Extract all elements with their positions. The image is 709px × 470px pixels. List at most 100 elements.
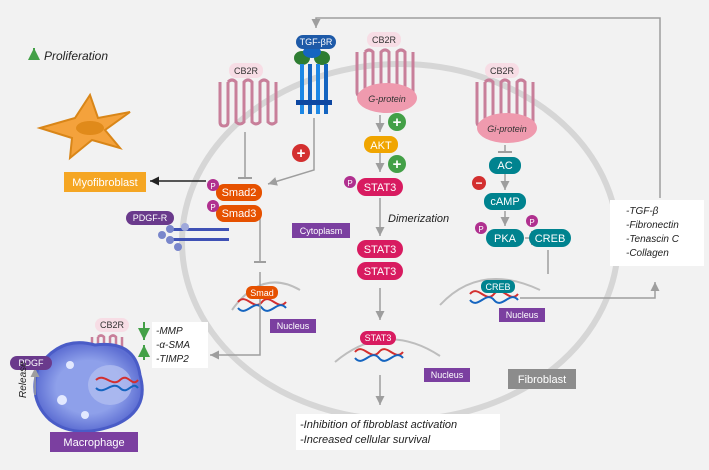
nucleus-label: Nucleus [506,310,539,320]
akt-node [364,136,398,153]
cytoplasm-label: Cytoplasm [300,226,343,236]
stat3-nucleus-node [360,331,396,345]
outcome-survival: -Increased cellular survival [300,434,431,446]
cb2r-label-smad: CB2R [234,66,259,76]
nucleus-box-stat3 [424,368,470,382]
phospho-label: P [210,182,215,191]
cb2r-tag-smad [229,63,263,78]
outcomes-box [296,414,500,450]
effect-mmp: -MMP [156,326,183,337]
nucleus-box-smad [270,319,316,333]
smad-nucleus-node [246,286,278,299]
phospho-smad2 [207,179,219,191]
myofibroblast-box [64,172,146,192]
plus-symbol: + [297,145,306,162]
phospho-creb [526,215,538,227]
macrophage-label: Macrophage [63,437,124,449]
g-protein-blob [357,83,417,113]
fibroblast-label: Fibroblast [518,374,566,386]
cb2r-label-creb: CB2R [490,66,515,76]
arrow-nucleus-macrophage [210,272,261,360]
cb2r-label-gprotein: CB2R [372,35,397,45]
plus-symbol: + [393,156,402,173]
pdgf-label: PDGF [18,358,44,368]
cb2r-tag-creb [485,63,519,78]
ac-label: AC [497,160,512,172]
phospho-label: P [478,225,483,234]
fibroblast-box [508,369,576,389]
pka-node [486,229,524,247]
ecm-collagen: -Collagen [626,248,669,259]
ac-node [489,157,521,174]
nucleus-label: Nucleus [431,370,464,380]
nucleus-box-creb [499,308,545,322]
arrow-tgf-to-smad [267,118,315,186]
tgf-beta-r-tag [296,35,336,49]
nucleus-label: Nucleus [277,321,310,331]
pdgf-receptor [158,223,229,251]
dna-smad [237,298,287,312]
myofibroblast-cell [36,92,131,161]
akt-label: AKT [370,140,392,152]
plus-symbol: + [393,114,402,131]
dna-creb [469,290,519,304]
gi-protein-label: Gi-protein [487,124,527,134]
phospho-label: P [529,218,534,227]
minus-symbol: − [475,176,482,190]
smad3-node [216,205,262,222]
plus-badge-stat3: + [388,155,406,173]
pka-label: PKA [494,233,517,245]
pdgf-r-label: PDGF-R [133,213,168,223]
ecm-fibronectin: -Fibronectin [626,220,679,231]
nucleus-arc-creb [439,278,541,306]
stat3-dimer-bottom [357,262,403,280]
dimerization-label: Dimerization [388,213,449,225]
arrow-ecm-feedback [311,17,661,198]
tgf-beta-r-label: TGF-βR [300,37,333,47]
phospho-label: P [210,203,215,212]
macrophage-cell [33,341,144,433]
myofibroblast-label: Myofibroblast [72,177,137,189]
effect-timp2: -TIMP2 [156,354,189,365]
stat3-dimer-top [357,240,403,258]
plus-badge-akt: + [388,113,406,131]
stat3-label: STAT3 [364,266,397,278]
creb-node [529,229,571,247]
cb2r-tag-macrophage [95,318,129,332]
g-protein-label: G-protein [368,94,406,104]
outcome-inhibition: -Inhibition of fibroblast activation [300,419,457,431]
creb-nucleus-node [481,280,515,293]
phospho-label: P [347,179,352,188]
smad2-node [216,184,262,201]
smad3-label: Smad3 [222,208,257,220]
camp-label: cAMP [490,196,519,208]
phospho-pka [475,222,487,234]
nucleus-arc-smad [231,281,301,311]
stat3-label: STAT3 [365,333,392,343]
stat3-node [357,178,403,196]
gi-protein-blob [477,113,537,143]
stat3-label: STAT3 [364,182,397,194]
camp-node [484,193,526,210]
creb-label: CREB [535,233,566,245]
effect-asma: -α-SMA [156,340,190,351]
proliferation-label: Proliferation [44,49,108,63]
cb2r-tag-gprotein [367,32,401,47]
pdgf-r-tag [126,211,174,225]
ecm-tenascin: -Tenascin C [626,234,680,245]
cytoplasm-box [292,223,350,238]
phospho-smad3 [207,200,219,212]
macrophage-effects-box [152,322,208,368]
cb2r-receptor-smad [218,78,278,128]
plus-badge-tgf: + [292,144,310,162]
ecm-tgf-beta: -TGF-β [626,206,659,217]
ecm-outputs-box [610,200,704,266]
smad2-label: Smad2 [222,187,257,199]
release-label: Release [18,361,29,398]
minus-badge-camp: − [472,176,486,190]
pdgf-tag [10,356,52,370]
stat3-label: STAT3 [364,244,397,256]
phospho-stat3 [344,176,356,188]
